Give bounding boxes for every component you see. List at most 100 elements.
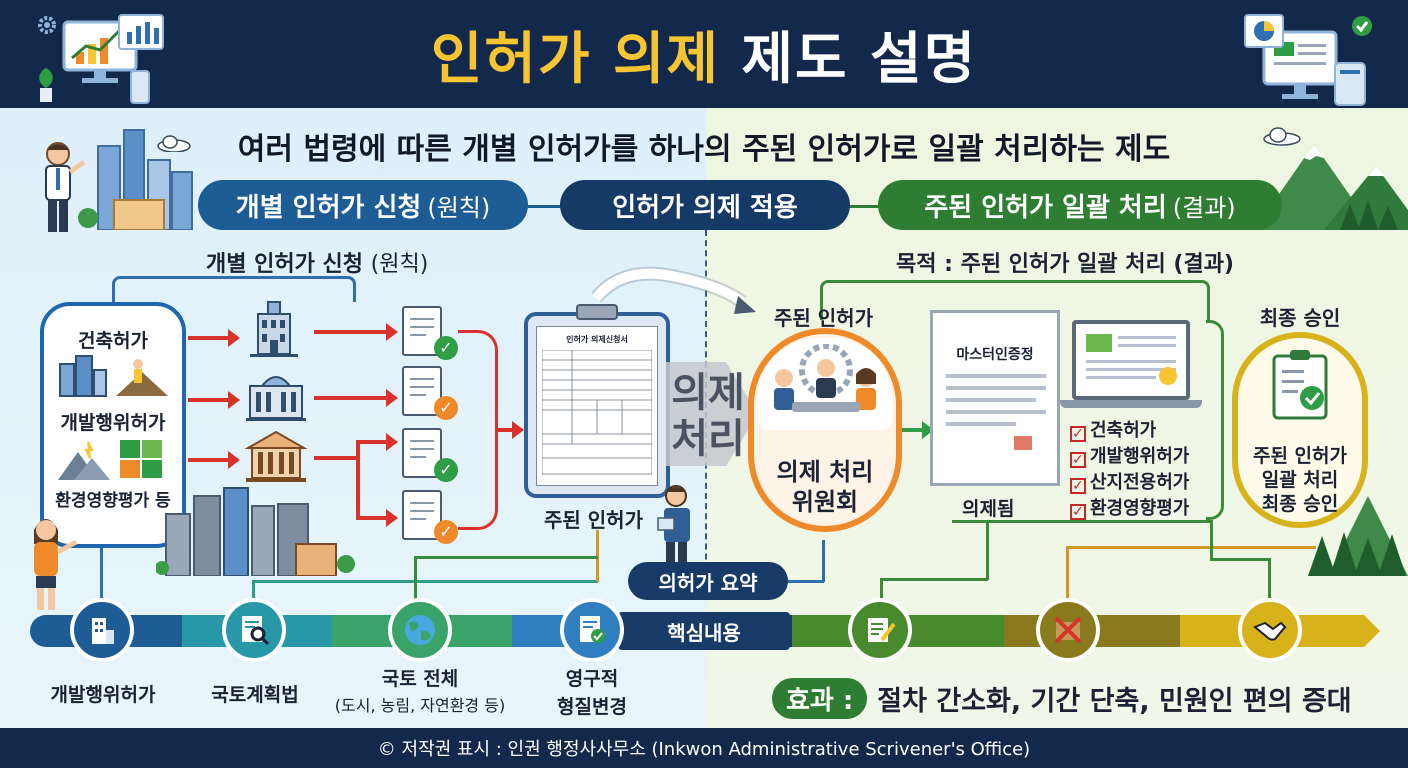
summary-pill: 의허가 요약 [628,562,788,600]
connector-line [1268,558,1271,616]
effect-badge: 효과 : [772,677,868,719]
arrow-right [314,323,398,341]
connector-line [986,520,989,580]
checklist-item: ✓환경영향평가 [1070,494,1189,520]
left-section-label: 개별 인허가 신청 (원칙) [206,246,428,278]
cloud-icon [156,134,192,153]
check-circle-icon: ✓ [434,458,458,482]
cloud-icon [1262,126,1302,146]
pill-label: 주된 인허가 일괄 처리 [924,192,1167,223]
capitol-building-icon [244,366,308,422]
pill-individual-application: 개별 인허가 신청(원칙) [198,180,528,230]
form-title: 인허가 의제신청서 [566,335,628,344]
clipboard-check-icon [1270,348,1330,422]
committee-title-line2: 위원회 [791,488,859,516]
arrow-branch-line [314,456,358,460]
band-circle [1238,598,1302,662]
check-circle-icon: ✓ [434,520,458,544]
final-line: 주된 인허가 [1252,445,1347,467]
main-permit-label-right: 주된 인허가 [774,306,873,330]
city-skyline-illustration [70,126,200,231]
committee-title-line1: 의제 처리 [776,458,874,486]
left-section-paren: (원칙) [370,252,429,277]
pie-chart-card-icon [1244,14,1284,48]
building-worker-icon [56,354,170,398]
checkbox-checked-icon: ✓ [1070,452,1086,468]
final-line: 최종 승인 [1261,493,1339,515]
terrain-icon [56,436,170,482]
document-icon [402,366,442,416]
title-rest: 제도 설명 [741,27,978,92]
check-circle-icon: ✓ [434,336,458,360]
header-bar [0,0,1408,108]
connector-line [252,580,598,583]
building-icon [92,618,114,644]
title-highlight: 인허가 의제 [430,27,721,92]
checklist-label: 환경영향평가 [1090,498,1190,519]
connector-line [1210,520,1213,560]
card-item-building-permit: 건축허가 [78,330,148,352]
tablet-icon [1334,62,1366,106]
main-permit-label-left: 주된 인허가 [544,508,643,532]
form-edit-icon [868,618,896,642]
page-title: 인허가 의제 제도 설명 [0,14,1408,95]
connector-line [880,578,988,581]
left-section-bracket [112,276,356,302]
pill-deemed-application: 인허가 의제 적용 [560,180,850,230]
checklist-label: 산지전용허가 [1090,472,1190,493]
clipboard-clip [576,304,618,320]
permit-types-card [40,302,186,548]
arrow-right [358,509,398,527]
meeting-people-icon [762,343,890,428]
effect-statement: 효과 : 절차 간소화, 기간 단축, 민원인 편의 증대 [772,676,1372,720]
final-approval-circle [1232,332,1368,528]
card-item-environmental-assessment: 환경영향평가 등 [55,491,171,511]
band-label: 개발행위허가 [50,684,156,706]
arrow-right [188,391,240,409]
city-skyline-illustration [155,484,356,577]
checklist-item: ✓건축허가 [1070,416,1156,442]
check-circle-icon: ✓ [434,396,458,420]
band-circle [222,598,286,662]
merge-word-line: 의제 [671,370,745,416]
arrow-right [188,451,240,469]
arrow-to-certificate [902,428,926,432]
official-with-tablet-illustration [654,484,700,564]
pill-connector-line [526,205,562,208]
gear-icon [36,14,58,36]
connector-line [784,580,824,583]
forest-illustration [1308,476,1408,576]
form-table [541,349,653,480]
copyright-footer: © 저작권 표시 : 인권 행정사사무소 (Inkwon Administrat… [0,728,1408,768]
final-line: 일괄 처리 [1261,469,1339,491]
merge-connector [458,330,498,530]
checkbox-checked-icon: ✓ [1070,478,1086,494]
document-check-icon [580,616,605,643]
plant-icon [34,66,58,104]
arrow-right [498,421,524,439]
checkbox-checked-icon: ✓ [1070,504,1086,520]
no-paperwork-icon [1054,616,1082,644]
globe-icon [405,615,435,645]
connector-line [414,556,598,559]
band-circle [1036,598,1100,662]
document-icon [402,490,442,540]
band-circle [560,598,624,662]
band-circle [848,598,912,662]
band-circle [70,598,134,662]
laptop-base [1060,400,1202,408]
pill-label: 개별 인허가 신청 [235,192,422,223]
card-item-development-permit: 개발행위허가 [60,412,166,434]
arrow-branch-line [356,440,360,520]
certificate-caption: 의제됨 [962,498,1015,520]
connector-line [880,578,883,616]
left-section-main: 개별 인허가 신청 [206,252,363,277]
courthouse-icon [244,428,308,484]
subtitle: 여러 법령에 따른 개별 인허가를 하나의 주된 인허가로 일괄 처리하는 제도 [237,132,1171,167]
checklist-item: ✓개발행위허가 [1070,442,1189,468]
connector-line [1066,546,1069,616]
checkbox-checked-icon: ✓ [1070,426,1086,442]
handshake-icon [1253,621,1287,641]
effect-text: 절차 간소화, 기간 단축, 민원인 편의 증대 [877,685,1352,717]
final-bracket [1206,320,1224,520]
